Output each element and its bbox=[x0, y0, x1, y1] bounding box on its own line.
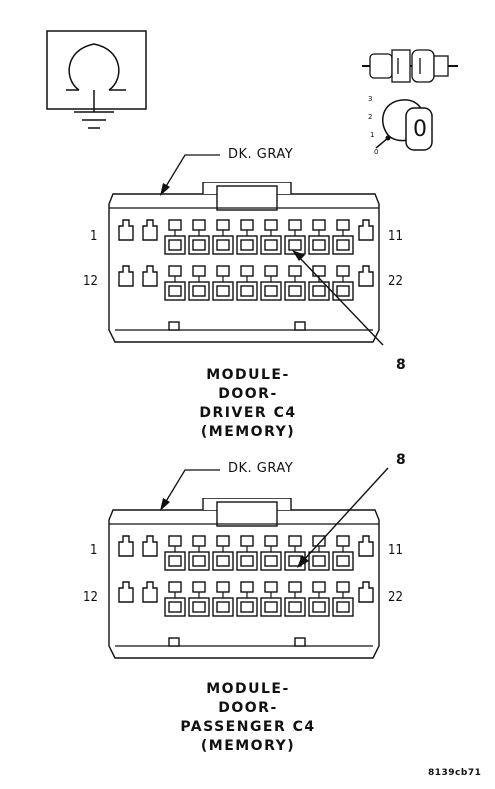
connector-title-passenger: MODULE- DOOR- PASSENGER C4 (MEMORY) bbox=[148, 680, 348, 756]
connector-passenger-c4 bbox=[108, 498, 380, 659]
pin-1-label-passenger: 1 bbox=[90, 543, 98, 558]
pin-cavity-inner bbox=[288, 285, 302, 297]
pin-cavity-small bbox=[118, 219, 134, 241]
wire-leader-line-passenger bbox=[164, 469, 220, 504]
pin-cavity-inner bbox=[312, 601, 326, 613]
pin-cavity-inner bbox=[336, 601, 350, 613]
pin-cavity-inner bbox=[240, 601, 254, 613]
pin-cavity-inner bbox=[264, 601, 278, 613]
key-position-1: 1 bbox=[370, 131, 375, 139]
pin-22-label-passenger: 22 bbox=[388, 590, 403, 605]
connector-driver-c4 bbox=[108, 182, 380, 343]
pin-cavity-inner bbox=[168, 555, 182, 567]
wire-leader-line-driver bbox=[164, 154, 220, 189]
wire-leader-arrow-driver bbox=[160, 183, 170, 196]
pin-cavity-inner bbox=[192, 555, 206, 567]
title-line: (MEMORY) bbox=[200, 738, 296, 754]
connector-latch-body bbox=[216, 185, 278, 211]
connector-key-notch bbox=[294, 637, 306, 647]
pin-cavity-inner bbox=[192, 239, 206, 251]
callout-leader-arrow-passenger bbox=[297, 555, 309, 568]
title-line: PASSENGER C4 bbox=[180, 719, 316, 735]
wire-color-label-passenger: DK. GRAY bbox=[228, 461, 294, 476]
key-label: 0 bbox=[413, 117, 427, 142]
title-line: (MEMORY) bbox=[200, 424, 296, 440]
pin-cavity-small bbox=[142, 535, 158, 557]
callout-leader-line-passenger bbox=[301, 467, 389, 563]
pin-cavity-small bbox=[118, 535, 134, 557]
callout-number-passenger: 8 bbox=[396, 452, 406, 468]
pin-cavity-inner bbox=[240, 239, 254, 251]
pin-cavity-inner bbox=[168, 601, 182, 613]
pin-cavity-inner bbox=[216, 239, 230, 251]
title-line: DOOR- bbox=[218, 700, 278, 716]
title-line: DOOR- bbox=[218, 386, 278, 402]
pin-cavity-small bbox=[358, 265, 374, 287]
connector-latch-body bbox=[216, 501, 278, 527]
pin-cavity-inner bbox=[312, 239, 326, 251]
pin-11-label-driver: 11 bbox=[388, 229, 403, 244]
title-line: DRIVER C4 bbox=[199, 405, 297, 421]
pin-cavity-small bbox=[142, 265, 158, 287]
pin-12-label-passenger: 12 bbox=[83, 590, 98, 605]
pin-cavity-inner bbox=[312, 555, 326, 567]
pin-cavity-inner bbox=[288, 239, 302, 251]
wire-leader-arrow-passenger bbox=[160, 498, 170, 511]
pin-cavity-small bbox=[118, 265, 134, 287]
connector-title-driver: MODULE- DOOR- DRIVER C4 (MEMORY) bbox=[148, 366, 348, 442]
pin-cavity-inner bbox=[168, 285, 182, 297]
pin-cavity-inner bbox=[240, 285, 254, 297]
pin-cavity-inner bbox=[336, 555, 350, 567]
pin-cavity-inner bbox=[240, 555, 254, 567]
pin-cavity-inner bbox=[336, 239, 350, 251]
connector-key-notch bbox=[168, 321, 180, 331]
pin-cavity-inner bbox=[336, 285, 350, 297]
key-position-3: 3 bbox=[368, 95, 373, 103]
pin-11-label-passenger: 11 bbox=[388, 543, 403, 558]
pin-cavity-inner bbox=[192, 285, 206, 297]
ignition-key-icon bbox=[362, 49, 458, 151]
pin-cavity-inner bbox=[264, 285, 278, 297]
pin-cavity-small bbox=[358, 219, 374, 241]
pin-1-label-driver: 1 bbox=[90, 229, 98, 244]
key-position-0: 0 bbox=[374, 148, 379, 156]
pin-cavity-inner bbox=[216, 601, 230, 613]
ground-symbol-box bbox=[46, 30, 147, 129]
pin-12-label-driver: 12 bbox=[83, 274, 98, 289]
pin-cavity-inner bbox=[288, 601, 302, 613]
pin-cavity-small bbox=[142, 581, 158, 603]
title-line: MODULE- bbox=[206, 681, 290, 697]
ground-icon bbox=[66, 43, 126, 129]
wire-color-label-driver: DK. GRAY bbox=[228, 147, 294, 162]
pin-cavity-small bbox=[118, 581, 134, 603]
pin-cavity-inner bbox=[216, 555, 230, 567]
title-line: MODULE- bbox=[206, 367, 290, 383]
key-position-2: 2 bbox=[368, 113, 373, 121]
callout-leader-arrow-driver bbox=[292, 250, 305, 261]
connector-key-notch bbox=[168, 637, 180, 647]
pin-cavity-inner bbox=[192, 601, 206, 613]
connector-key-notch bbox=[294, 321, 306, 331]
callout-number-driver: 8 bbox=[396, 357, 406, 373]
pin-cavity-inner bbox=[312, 285, 326, 297]
pin-cavity-inner bbox=[168, 239, 182, 251]
pin-cavity-small bbox=[358, 535, 374, 557]
pin-cavity-small bbox=[142, 219, 158, 241]
pin-cavity-inner bbox=[264, 239, 278, 251]
figure-code: 8139cb71 bbox=[428, 768, 482, 778]
pin-cavity-small bbox=[358, 581, 374, 603]
pin-cavity-inner bbox=[216, 285, 230, 297]
pin-cavity-inner bbox=[264, 555, 278, 567]
pin-22-label-driver: 22 bbox=[388, 274, 403, 289]
callout-leader-line-driver bbox=[296, 254, 384, 346]
